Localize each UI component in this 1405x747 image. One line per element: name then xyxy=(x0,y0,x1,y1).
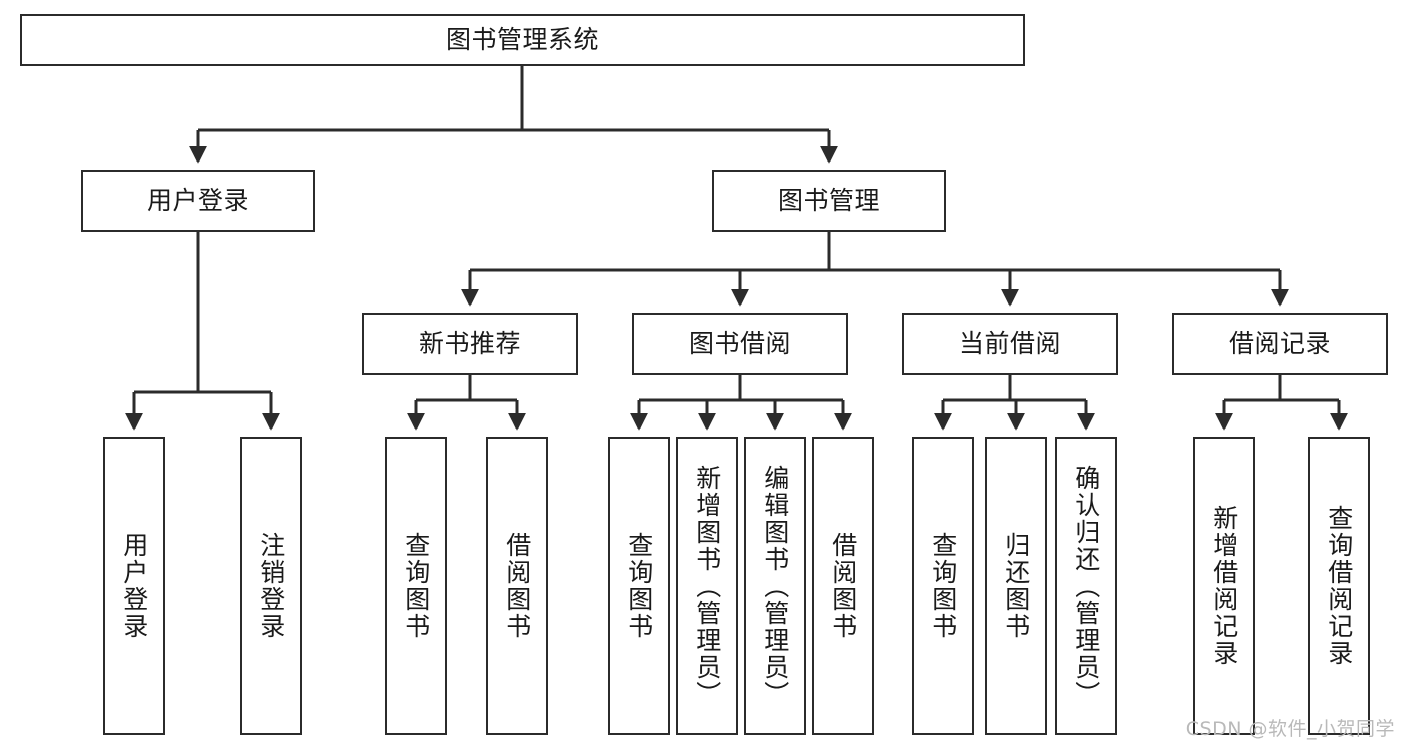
node-leaf-add-borrow-record[interactable]: 新增借阅记录 xyxy=(1193,437,1255,735)
node-root-label: 图书管理系统 xyxy=(445,25,599,54)
node-leaf-query-book-current[interactable]: 查询图书 xyxy=(912,437,974,735)
node-leaf-query-book-current-label: 查询图书 xyxy=(928,532,958,640)
node-leaf-user-login[interactable]: 用户登录 xyxy=(103,437,165,735)
node-leaf-user-login-label: 用户登录 xyxy=(119,532,149,640)
node-leaf-add-book-admin-label: 新增图书（管理员） xyxy=(692,464,722,708)
node-leaf-logout[interactable]: 注销登录 xyxy=(240,437,302,735)
node-leaf-query-borrow-record-label: 查询借阅记录 xyxy=(1324,505,1354,667)
node-borrow-record-label: 借阅记录 xyxy=(1228,329,1331,358)
node-leaf-borrow-book-rec[interactable]: 借阅图书 xyxy=(486,437,548,735)
node-leaf-query-borrow-record[interactable]: 查询借阅记录 xyxy=(1308,437,1370,735)
node-root[interactable]: 图书管理系统 xyxy=(20,14,1025,66)
node-leaf-return-book-label: 归还图书 xyxy=(1001,532,1031,640)
csdn-watermark: CSDN @软件_小贺同学 xyxy=(1185,718,1395,740)
node-user-login-label: 用户登录 xyxy=(146,186,249,215)
node-current-borrow[interactable]: 当前借阅 xyxy=(902,313,1118,375)
node-borrow-record[interactable]: 借阅记录 xyxy=(1172,313,1388,375)
node-current-borrow-label: 当前借阅 xyxy=(958,329,1061,358)
node-leaf-query-book-rec-label: 查询图书 xyxy=(401,532,431,640)
node-new-book-recommend-label: 新书推荐 xyxy=(418,329,521,358)
node-leaf-add-book-admin[interactable]: 新增图书（管理员） xyxy=(676,437,738,735)
node-leaf-query-book-borrow[interactable]: 查询图书 xyxy=(608,437,670,735)
node-book-borrow-label: 图书借阅 xyxy=(688,329,791,358)
node-leaf-add-borrow-record-label: 新增借阅记录 xyxy=(1209,505,1239,667)
node-new-book-recommend[interactable]: 新书推荐 xyxy=(362,313,578,375)
node-leaf-borrow-book-rec-label: 借阅图书 xyxy=(502,532,532,640)
node-leaf-confirm-return-admin[interactable]: 确认归还（管理员） xyxy=(1055,437,1117,735)
node-leaf-query-book-borrow-label: 查询图书 xyxy=(624,532,654,640)
node-leaf-borrow-book[interactable]: 借阅图书 xyxy=(812,437,874,735)
node-leaf-confirm-return-admin-label: 确认归还（管理员） xyxy=(1071,464,1101,708)
node-leaf-edit-book-admin-label: 编辑图书（管理员） xyxy=(760,464,790,708)
node-leaf-return-book[interactable]: 归还图书 xyxy=(985,437,1047,735)
node-leaf-query-book-rec[interactable]: 查询图书 xyxy=(385,437,447,735)
node-leaf-edit-book-admin[interactable]: 编辑图书（管理员） xyxy=(744,437,806,735)
node-leaf-borrow-book-label: 借阅图书 xyxy=(828,532,858,640)
node-book-borrow[interactable]: 图书借阅 xyxy=(632,313,848,375)
node-book-management-label: 图书管理 xyxy=(777,186,880,215)
node-leaf-logout-label: 注销登录 xyxy=(256,532,286,640)
node-user-login[interactable]: 用户登录 xyxy=(81,170,315,232)
node-book-management[interactable]: 图书管理 xyxy=(712,170,946,232)
